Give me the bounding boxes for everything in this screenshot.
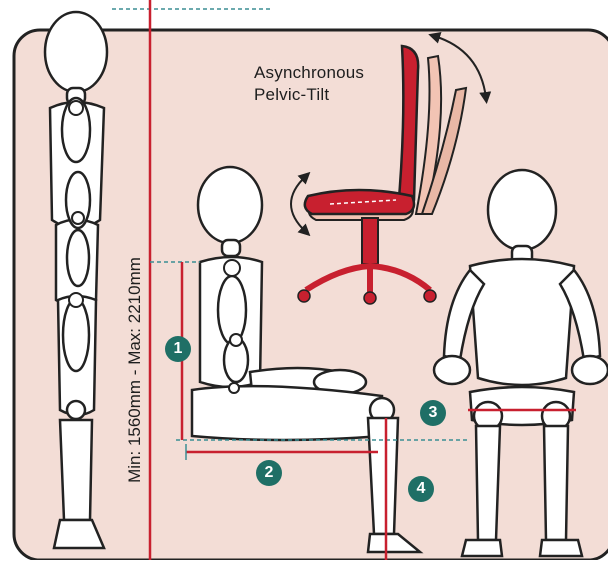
badge-4: 4 bbox=[408, 476, 434, 502]
badge-2: 2 bbox=[256, 460, 282, 486]
badge-3: 3 bbox=[420, 400, 446, 426]
badge-1: 1 bbox=[165, 336, 191, 362]
chair-caption-line1: Asynchronous bbox=[254, 63, 364, 83]
height-range-label: Min: 1560mm - Max: 2210mm bbox=[125, 257, 145, 483]
chair-caption-line2: Pelvic-Tilt bbox=[254, 85, 329, 105]
